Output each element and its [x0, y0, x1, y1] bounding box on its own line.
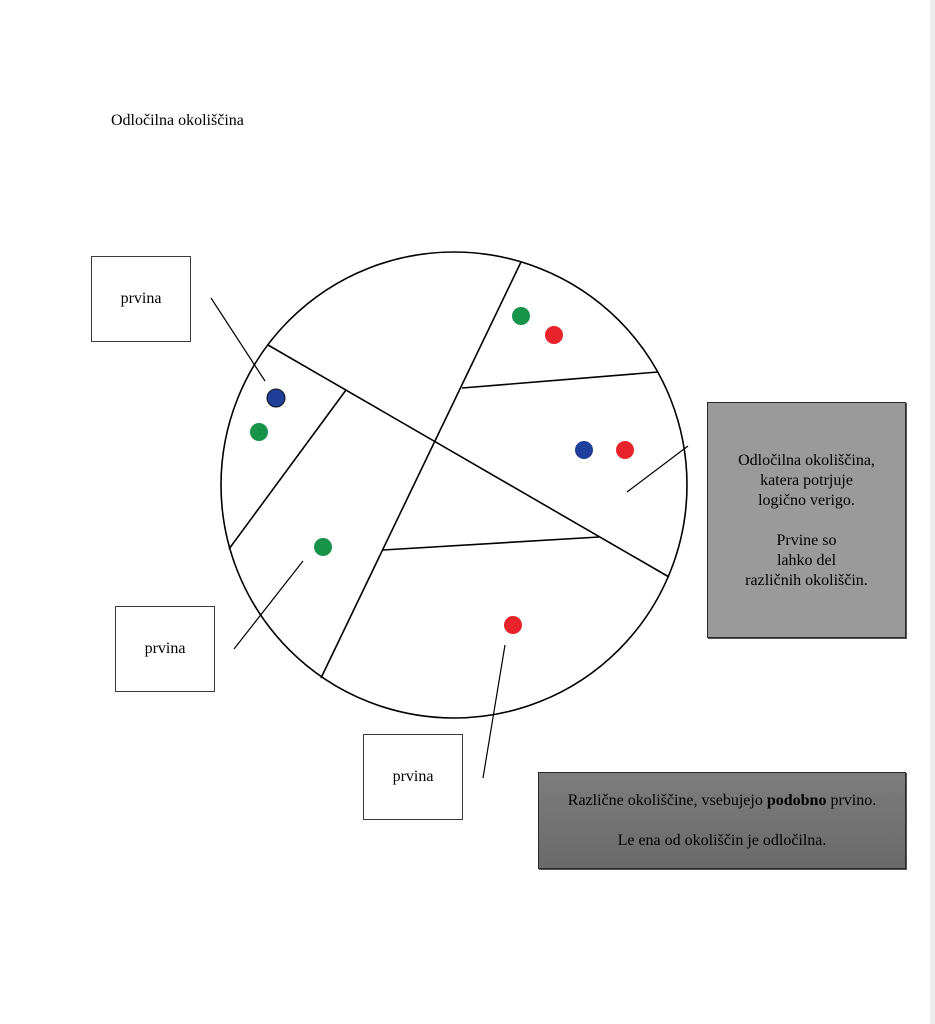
blue-dot [266, 388, 286, 408]
decisive-circumstance-callout: Odločilna okoliščina, katera potrjuje lo… [707, 402, 906, 638]
callout-text: katera potrjuje [760, 472, 853, 489]
blue-dot [575, 441, 593, 459]
callout-text: lahko del [776, 552, 837, 569]
summary-callout: Različne okoliščine, vsebujejo podobno p… [538, 772, 906, 869]
element-box-label: prvina [144, 640, 186, 657]
summary-line-2: Le ena od okoliščin je odločilna. [617, 832, 827, 849]
summary-line-1: Različne okoliščine, vsebujejo podobno p… [539, 791, 905, 811]
summary-text: Različne okoliščine, vsebujejo [567, 792, 767, 809]
red-dot [504, 616, 522, 634]
red-dot [545, 326, 563, 344]
page-title: Odločilna okoliščina [111, 112, 244, 129]
partition-line [228, 389, 347, 550]
element-box-bottom-left: prvina [115, 606, 215, 692]
red-dot [616, 441, 634, 459]
callout-text: Prvine so [776, 532, 837, 549]
element-box-bottom: prvina [363, 734, 463, 820]
callout-text: Odločilna okoliščina, [738, 452, 875, 469]
summary-text: prvino. [826, 792, 877, 809]
connector-line [233, 560, 304, 650]
connector-line [482, 644, 506, 779]
green-dot [512, 307, 530, 325]
element-box-label: prvina [120, 290, 162, 307]
partition-line [461, 371, 659, 389]
element-box-label: prvina [392, 768, 434, 785]
partition-line [320, 261, 522, 679]
callout-text: logično verigo. [758, 492, 855, 509]
connector-line [210, 297, 266, 382]
summary-bold-text: podobno [766, 792, 827, 809]
partition-line [382, 536, 600, 551]
situation-circle [220, 251, 688, 719]
connector-line [626, 445, 689, 493]
callout-text: različnih okoliščin. [745, 572, 868, 589]
partition-line [267, 344, 670, 578]
green-dot [250, 423, 268, 441]
element-box-top-left: prvina [91, 256, 191, 342]
page-edge [930, 0, 935, 1024]
green-dot [314, 538, 332, 556]
